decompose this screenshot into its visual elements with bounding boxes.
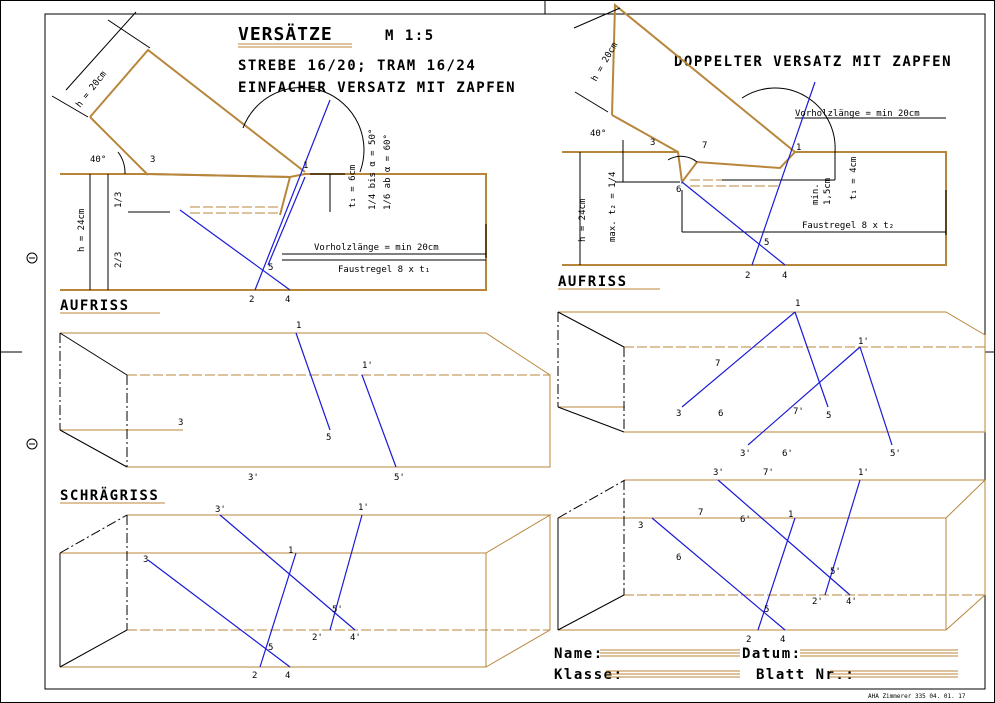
- point-label: 7: [715, 359, 720, 369]
- point-label: 1': [362, 361, 373, 371]
- point-label: 5': [890, 449, 901, 459]
- vorholz-label-right: Vorholzlänge = min 20cm: [795, 109, 920, 119]
- two-thirds-label: 2/3: [114, 252, 124, 268]
- min-label: min.: [811, 183, 821, 205]
- point-label: 1': [858, 468, 869, 478]
- point-label: 7: [702, 141, 707, 151]
- point-label: 1': [858, 337, 869, 347]
- point-label: 4': [350, 633, 361, 643]
- point-label: 3': [713, 468, 724, 478]
- t1-label-right: t₁ = 4cm: [849, 157, 859, 200]
- footer-label: AHA Zimmerer 335 04. 01. 17: [868, 693, 966, 700]
- point-label: 3': [215, 505, 226, 515]
- point-label: 5: [326, 433, 331, 443]
- point-label: 6: [718, 409, 723, 419]
- t1-label: t₁ = 6cm: [348, 165, 358, 208]
- point-label: 7': [763, 468, 774, 478]
- subtitle: STREBE 16/20; TRAM 16/24: [238, 58, 476, 74]
- point-label: 6': [740, 515, 751, 525]
- right-title: DOPPELTER VERSATZ MIT ZAPFEN: [674, 54, 952, 70]
- point-label: 1: [303, 161, 308, 171]
- faust-label-right: Faustregel 8 x t₂: [802, 221, 894, 231]
- point-label: 3: [143, 555, 148, 565]
- point-label: 2': [812, 597, 823, 607]
- right-oblique: 3' 7' 1' 7 6' 1 3 6 5' 2' 4' 5 2 4: [557, 468, 987, 645]
- point-label: 2: [745, 271, 750, 281]
- blatt-label: Blatt Nr.:: [756, 667, 855, 683]
- ratio-a-label: 1/4 bis α = 50°: [368, 129, 378, 210]
- point-label: 6: [676, 185, 681, 195]
- point-label: 6': [782, 449, 793, 459]
- point-label: 2: [252, 671, 257, 681]
- point-label: 3: [150, 155, 155, 165]
- left-oblique: SCHRÄGRISS 3' 1' 1 3 5' 2' 4' 5 2 4: [59, 487, 552, 681]
- point-label: 1: [788, 510, 793, 520]
- point-label: 5: [826, 411, 831, 421]
- point-label: 3: [650, 138, 655, 148]
- point-label: 1: [288, 546, 293, 556]
- right-elevation: h = 20cm 40° 3 7 1 6 5 2 4 h = 24cm max.…: [558, 2, 947, 290]
- max-t2-label: max. t₂ = 1/4: [608, 172, 618, 242]
- point-label: 5': [332, 605, 343, 615]
- point-label: 1: [796, 143, 801, 153]
- scale-label: M 1:5: [385, 28, 435, 44]
- strebe-height-label: h = 20cm: [74, 70, 109, 110]
- tram-height-label: h = 24cm: [77, 209, 87, 252]
- point-label: 3': [740, 449, 751, 459]
- min-value-label: 1,5cm: [823, 178, 833, 205]
- point-label: 1: [296, 321, 301, 331]
- point-label: 5: [764, 605, 769, 615]
- point-label: 5: [268, 643, 273, 653]
- vorholz-label: Vorholzlänge = min 20cm: [314, 243, 439, 253]
- page-title: VERSÄTZE: [238, 23, 333, 45]
- view-label-aufriss-right: AUFRISS: [558, 274, 628, 290]
- title-form: Name: Datum: Klasse: Blatt Nr.:: [554, 646, 958, 683]
- left-elevation: h = 20cm 40° 3 1 h = 24cm 1/3 2/3 t₁ = 6…: [51, 11, 487, 314]
- view-label-schraegriss: SCHRÄGRISS: [60, 487, 159, 504]
- third-label: 1/3: [114, 192, 124, 208]
- point-label: 3: [638, 521, 643, 531]
- klasse-label: Klasse:: [554, 667, 624, 683]
- name-label: Name:: [554, 646, 604, 662]
- angle-label-right: 40°: [590, 129, 606, 139]
- point-label: 4: [285, 671, 290, 681]
- punch-hole-top: [26, 252, 38, 264]
- point-label: 3: [676, 409, 681, 419]
- point-label: 3: [178, 418, 183, 428]
- point-label: 4: [780, 635, 785, 645]
- point-label: 2: [249, 295, 254, 305]
- view-label-aufriss-left: AUFRISS: [60, 298, 130, 314]
- point-label: 5: [268, 263, 273, 273]
- point-label: 5': [830, 567, 841, 577]
- point-label: 5': [394, 473, 405, 483]
- left-plan: 1 1' 3 5 3' 5': [59, 321, 551, 483]
- datum-label: Datum:: [742, 646, 802, 662]
- point-label: 4: [782, 271, 787, 281]
- point-label: 2': [312, 633, 323, 643]
- point-label: 3': [248, 473, 259, 483]
- point-label: 7': [793, 407, 804, 417]
- faust-label: Faustregel 8 x t₁: [338, 265, 430, 275]
- point-label: 4: [285, 295, 290, 305]
- point-label: 2: [746, 635, 751, 645]
- point-label: 5: [764, 238, 769, 248]
- point-label: 4': [846, 597, 857, 607]
- angle-label: 40°: [90, 155, 106, 165]
- point-label: 1: [795, 299, 800, 309]
- strebe-height-label-right: h = 20cm: [590, 41, 620, 84]
- tram-height-label-right: h = 24cm: [578, 199, 588, 242]
- point-label: 1': [358, 503, 369, 513]
- left-title: EINFACHER VERSATZ MIT ZAPFEN: [238, 80, 516, 96]
- right-plan: 1 1' 7 3 6 7' 5 3' 6' 5': [557, 299, 986, 459]
- point-label: 7: [698, 508, 703, 518]
- punch-hole-bottom: [26, 438, 38, 450]
- ratio-b-label: 1/6 ab α = 60°: [383, 134, 393, 210]
- point-label: 6: [676, 553, 681, 563]
